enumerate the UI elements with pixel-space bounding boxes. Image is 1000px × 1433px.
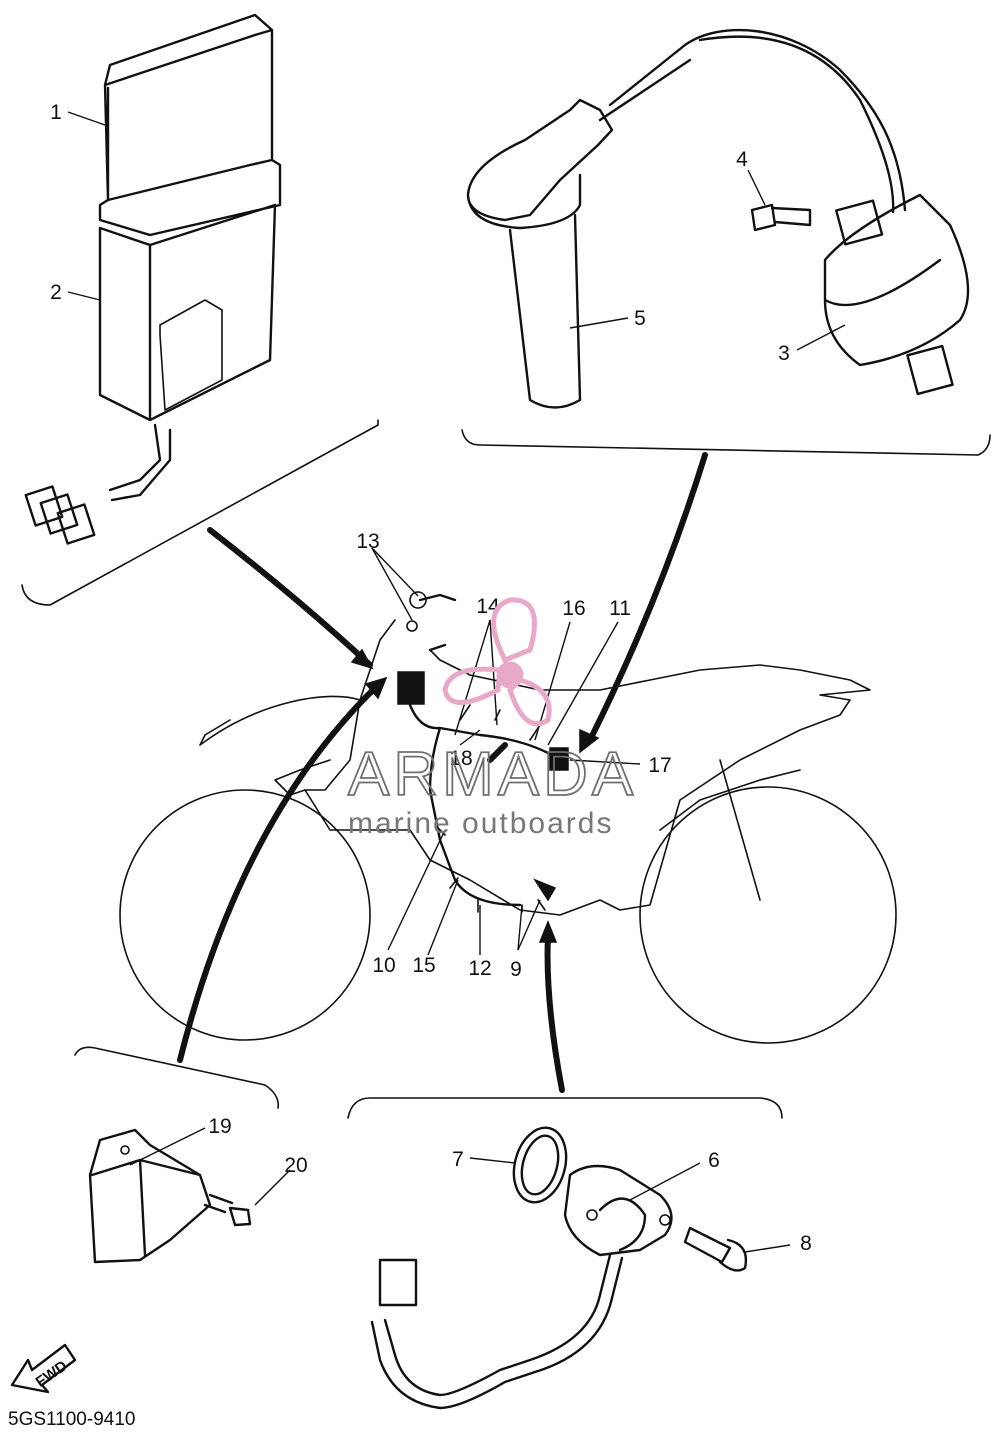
spark-plug-boot	[508, 213, 582, 409]
label-part-6: 6	[708, 1149, 720, 1172]
label-part-4: 4	[736, 148, 748, 171]
neutral-sensor-plug	[533, 878, 557, 902]
relay-bracket-frame	[74, 1046, 280, 1109]
label-part-12: 12	[468, 957, 491, 980]
label-part-19: 19	[208, 1115, 231, 1138]
relay-assembly	[74, 1046, 280, 1264]
label-part-10: 10	[372, 954, 395, 977]
spark-plug-cap	[466, 98, 614, 230]
coil-pointer-arrow	[587, 452, 708, 743]
cdi-unit-box	[98, 203, 277, 422]
label-part-17: 17	[648, 754, 671, 777]
bolt-13	[409, 591, 427, 609]
cdi-pointer-arrow	[207, 527, 373, 668]
switch-connector	[378, 1258, 418, 1307]
fwd-label: FWD	[33, 1357, 71, 1391]
leader-lines	[67, 111, 846, 1253]
o-ring-inner	[520, 1134, 560, 1196]
coil-terminal-bottom	[906, 344, 954, 396]
cdi-cover-box	[98, 13, 282, 237]
switch-bracket-frame	[347, 1097, 783, 1119]
front-fender-outline	[659, 769, 801, 831]
part-code: 5GS1100-9410	[8, 1409, 135, 1430]
label-part-9: 9	[510, 958, 522, 981]
switch-mount-hole-right	[659, 1214, 671, 1226]
propeller-logo-icon	[442, 597, 552, 727]
cdi-harness	[108, 423, 172, 502]
cdi-pointer-arrowhead	[350, 648, 374, 670]
cdi-unit-window	[159, 299, 223, 411]
washer-13	[406, 620, 418, 632]
label-part-3: 3	[778, 342, 790, 365]
coil-bolt	[750, 203, 812, 232]
neutral-switch-assembly	[347, 1097, 783, 1410]
harness-clamp-13	[418, 593, 457, 652]
cdi-bracket-frame	[21, 419, 379, 606]
label-part-5: 5	[634, 307, 646, 330]
switch-mount-hole-left	[586, 1209, 598, 1221]
watermark: ARMADA marine outboards	[347, 597, 637, 840]
ignition-coil-body	[823, 193, 970, 367]
relay-pointer-arrowhead	[364, 676, 388, 700]
relay-pointer-arrow	[177, 685, 378, 1063]
label-part-16: 16	[562, 597, 585, 620]
label-part-18: 18	[449, 747, 472, 770]
harness-connector-17	[549, 747, 569, 771]
motorcycle-outline	[119, 619, 897, 1044]
harness-route-arrow	[487, 742, 508, 763]
neutral-switch-body	[563, 1164, 673, 1257]
label-part-13: 13	[356, 530, 379, 553]
cdi-unit-assembly	[21, 13, 379, 670]
switch-bolt	[683, 1226, 748, 1272]
label-part-11: 11	[609, 597, 631, 620]
sensor-pointer-arrowhead	[538, 919, 558, 943]
cdi-connectors	[24, 485, 96, 545]
label-part-8: 8	[800, 1232, 812, 1255]
ignition-coil-assembly	[461, 28, 991, 754]
watermark-name: ARMADA	[348, 740, 637, 809]
center-wire-harness	[177, 591, 569, 1093]
relay-bolt	[228, 1206, 252, 1227]
o-ring	[512, 1126, 568, 1204]
front-wheel-outline	[639, 786, 897, 1044]
sensor-pointer-arrow	[544, 932, 565, 1093]
label-part-2: 2	[50, 281, 62, 304]
label-part-7: 7	[452, 1148, 464, 1171]
switch-lead	[370, 1253, 624, 1410]
harness-main	[408, 703, 562, 907]
label-part-1: 1	[50, 101, 62, 124]
high-tension-lead	[598, 28, 907, 214]
relay-lead	[203, 1193, 234, 1214]
relay-mount-hole	[120, 1145, 130, 1155]
cdi-mount-block	[397, 671, 425, 705]
label-part-15: 15	[412, 954, 435, 977]
fwd-direction-arrow: FWD	[10, 1343, 77, 1394]
part-labels: 1 2 3 4 5 6 7 8 9 10 11 12 13 14 15 16 1…	[50, 101, 812, 1255]
label-part-20: 20	[284, 1154, 307, 1177]
rear-wheel-outline	[119, 789, 371, 1041]
coil-terminal-top	[835, 199, 884, 246]
watermark-subtitle: marine outboards	[348, 807, 613, 840]
coil-pointer-arrowhead	[579, 728, 600, 754]
relay-body	[88, 1128, 212, 1264]
fork-outline	[719, 759, 761, 901]
coil-bracket-frame	[461, 429, 991, 456]
